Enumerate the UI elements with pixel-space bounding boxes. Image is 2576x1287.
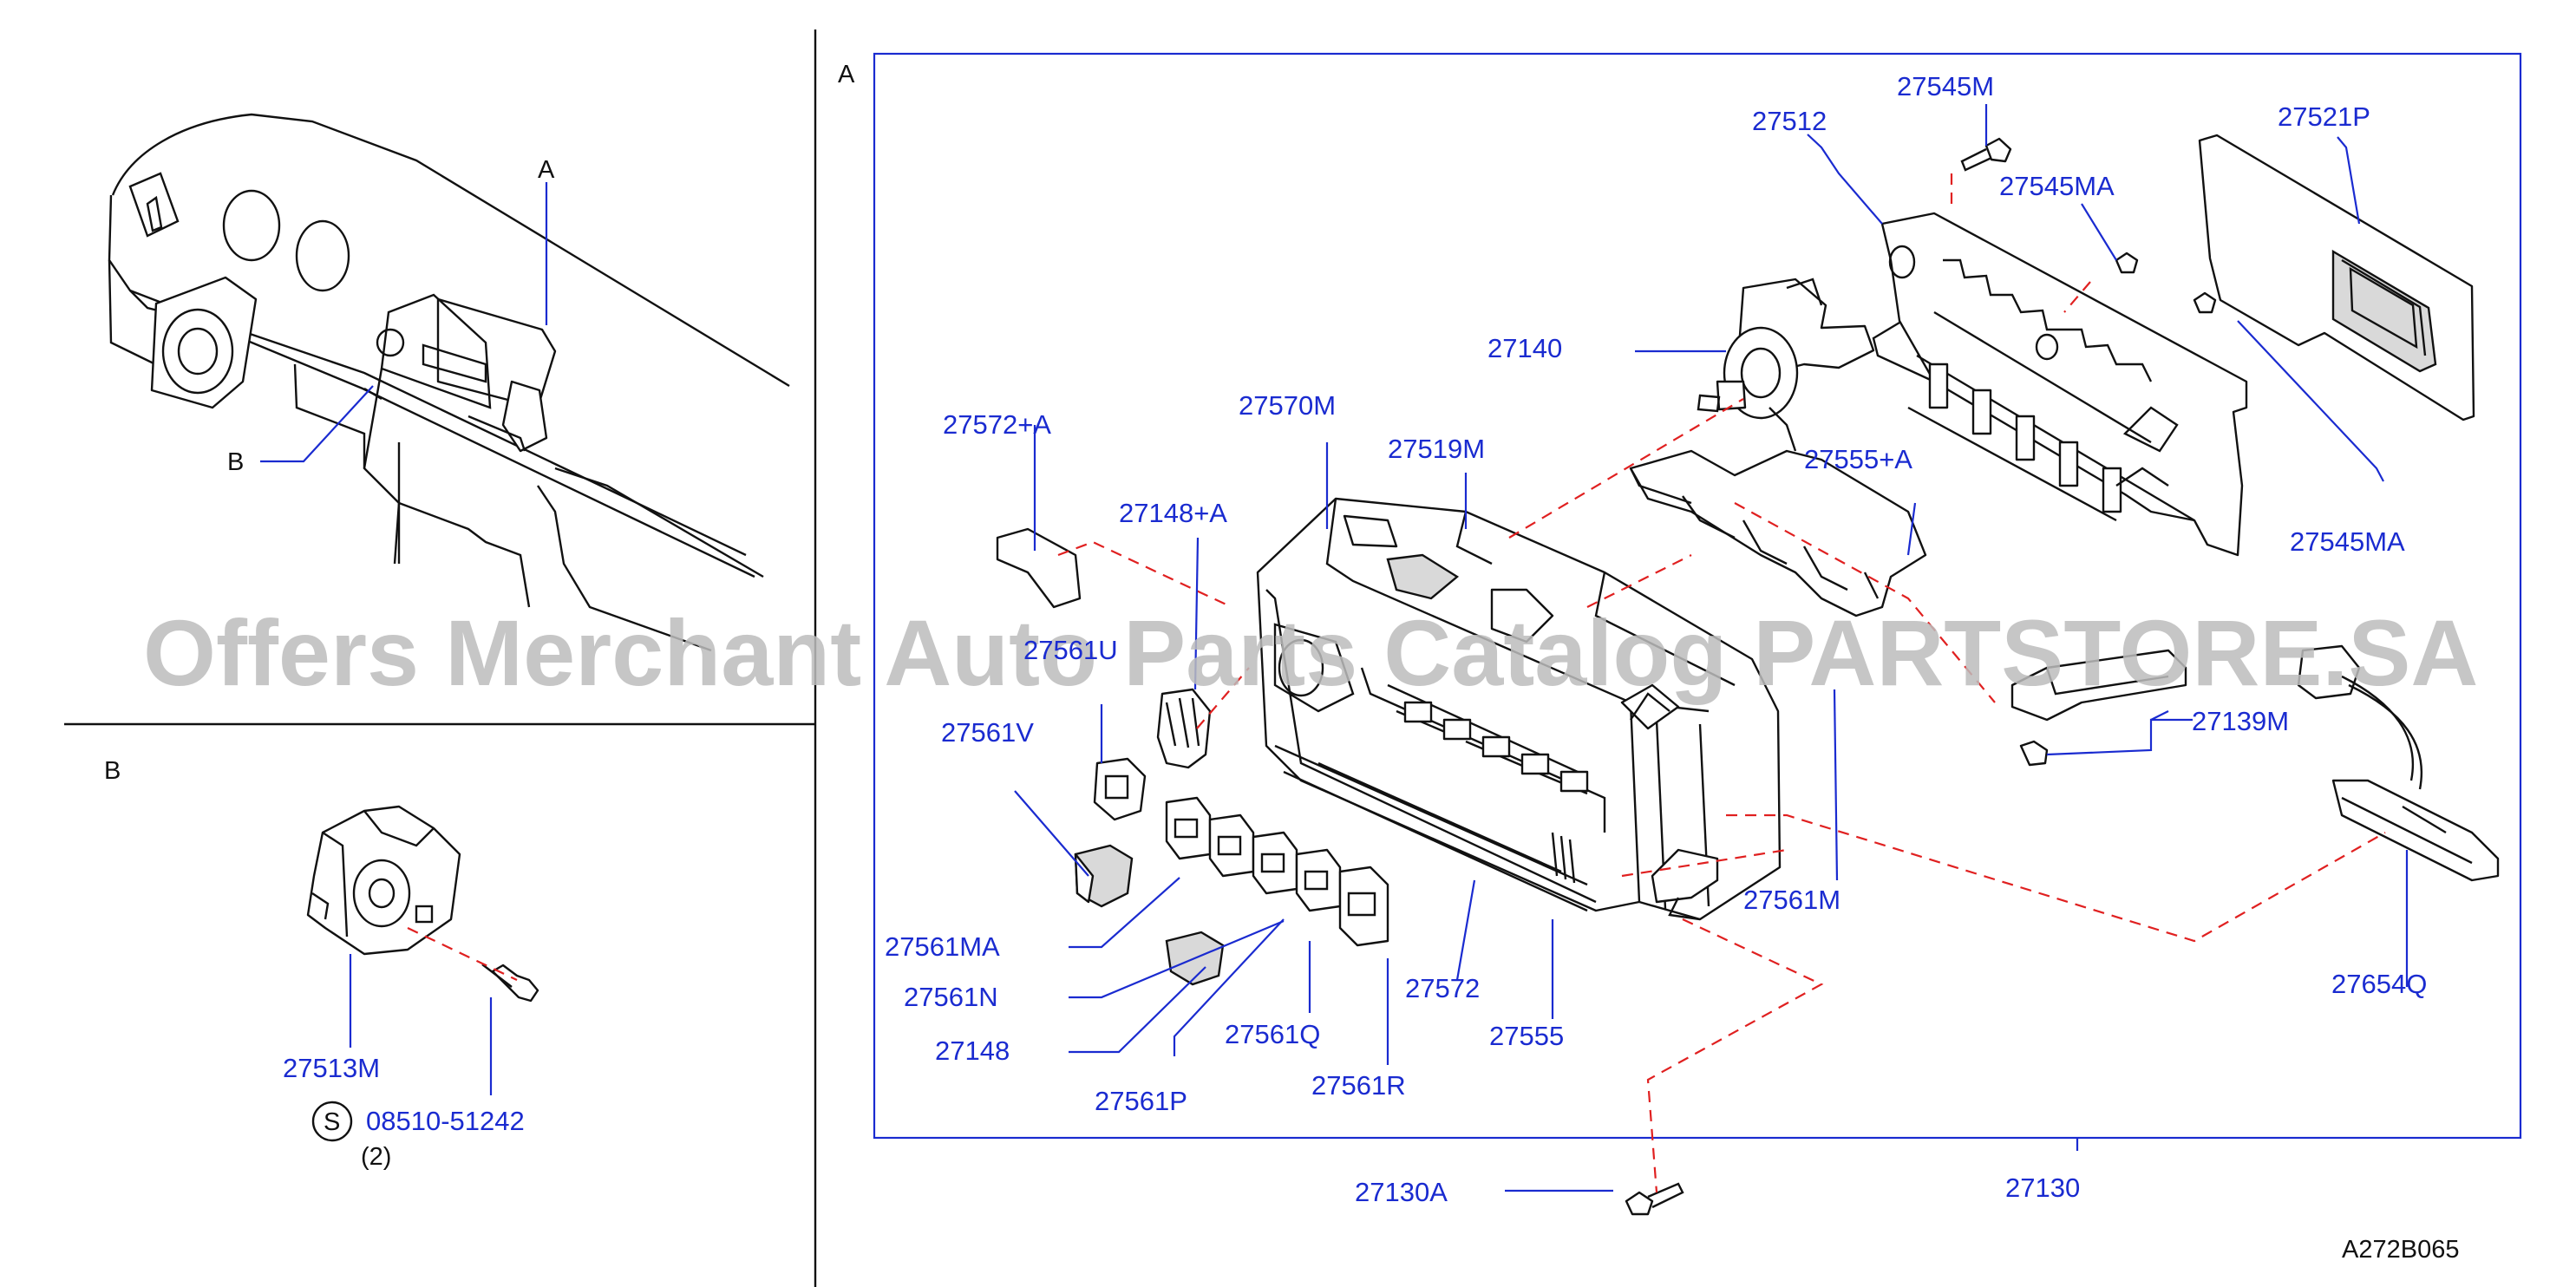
label-27570M: 27570M: [1239, 390, 1336, 421]
label-27654Q: 27654Q: [2331, 969, 2427, 999]
screw-27545M: [1960, 137, 2012, 172]
harness-27654Q: [2297, 644, 2500, 882]
label-27545M: 27545M: [1897, 71, 1994, 101]
label-27545MA-right: 27545MA: [2290, 526, 2405, 557]
knob-27561V: [1074, 844, 1134, 908]
quantity-label: (2): [361, 1143, 391, 1171]
detail-a-frame: [873, 52, 2522, 1140]
leader-lines: [1014, 104, 2409, 1192]
label-27519M: 27519M: [1388, 434, 1485, 464]
label-27561MA: 27561MA: [885, 931, 1000, 962]
label-27555A: 27555+A: [1804, 444, 1912, 474]
detail-a-marker: A: [538, 156, 555, 184]
label-27545MA-top: 27545MA: [1999, 171, 2115, 201]
label-27561R: 27561R: [1311, 1070, 1406, 1101]
view-a-label: A: [838, 61, 855, 88]
knob-27148A: [1156, 688, 1212, 769]
label-08510-51242: 08510-51242: [366, 1106, 525, 1136]
switch-27140: [1697, 278, 1875, 452]
screw-27545MA-top: [2115, 252, 2139, 274]
cover-27521P: [2198, 134, 2475, 421]
label-27148A: 27148+A: [1119, 498, 1227, 528]
screw-27545MA-right: [2193, 291, 2217, 314]
label-27561P: 27561P: [1095, 1086, 1187, 1116]
label-27521P: 27521P: [2278, 101, 2370, 132]
label-27561Q: 27561Q: [1225, 1019, 1320, 1049]
assembly-guides: [1057, 173, 2386, 1193]
part-labels: 27545M 27512 27545MA 27521P 27140 27570M…: [283, 71, 2427, 1207]
button-27561U: [1093, 757, 1147, 821]
s-symbol: [311, 1101, 353, 1142]
detail-b-marker: B: [227, 448, 244, 476]
view-b-label: B: [104, 757, 121, 785]
drawing-code: A272B065: [2342, 1236, 2459, 1264]
lever-27555A: [1629, 449, 1927, 617]
label-27572: 27572: [1405, 973, 1480, 1003]
label-27139M: 27139M: [2192, 706, 2289, 736]
detail-b-drawing: [306, 805, 539, 1095]
dashboard-overview-drawing: [108, 113, 790, 652]
label-27140: 27140: [1487, 333, 1562, 363]
label-27572A: 27572+A: [943, 409, 1051, 440]
watermark: Offers Merchant Auto Parts Catalog PARTS…: [143, 600, 2478, 705]
label-27148: 27148: [935, 1035, 1010, 1066]
screw-27130A: [1625, 1182, 1684, 1216]
label-27130A: 27130A: [1355, 1177, 1448, 1207]
connector-27139M: [2010, 649, 2187, 767]
label-27561V: 27561V: [941, 717, 1034, 748]
label-27130: 27130: [2005, 1173, 2080, 1203]
s-symbol-letter: S: [324, 1108, 340, 1136]
label-27513M: 27513M: [283, 1053, 380, 1083]
label-27572A-part: [996, 527, 1082, 609]
label-27512: 27512: [1752, 106, 1827, 136]
label-27561U: 27561U: [1023, 635, 1118, 665]
label-27561N: 27561N: [904, 982, 998, 1012]
control-unit-27570M: [1256, 497, 1782, 921]
label-27561M: 27561M: [1743, 885, 1840, 915]
circuit-board-27512: [1872, 212, 2248, 557]
label-27555: 27555: [1489, 1021, 1564, 1051]
buttons-row: [1165, 796, 1389, 947]
